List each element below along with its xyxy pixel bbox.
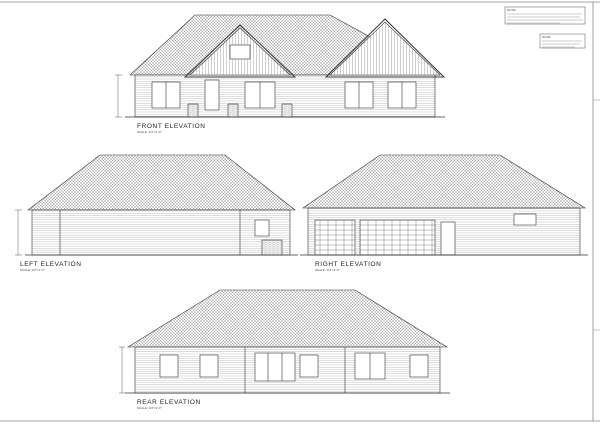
right-elevation-scale: SCALE: 1/4"=1'-0" (315, 268, 339, 272)
rear-elevation-scale: SCALE: 1/4"=1'-0" (137, 406, 161, 410)
general-note-box: NOTE: (504, 6, 586, 25)
rear-elevation-title: REAR ELEVATION (137, 399, 201, 406)
rear-elevation (119, 289, 450, 394)
overhang-note-box: NOTE: (539, 33, 586, 49)
left-elevation-title: LEFT ELEVATION (20, 261, 82, 268)
front-elevation-title: FRONT ELEVATION (137, 123, 206, 130)
left-elevation-scale: SCALE: 1/4"=1'-0" (20, 268, 44, 272)
right-elevation-title: RIGHT ELEVATION (315, 261, 381, 268)
left-elevation (15, 154, 298, 256)
note-label: NOTE: (542, 35, 551, 39)
note-label: NOTE: (507, 8, 516, 12)
right-elevation (300, 154, 588, 256)
front-elevation (115, 14, 446, 118)
front-elevation-scale: SCALE: 1/4"=1'-0" (137, 130, 161, 134)
